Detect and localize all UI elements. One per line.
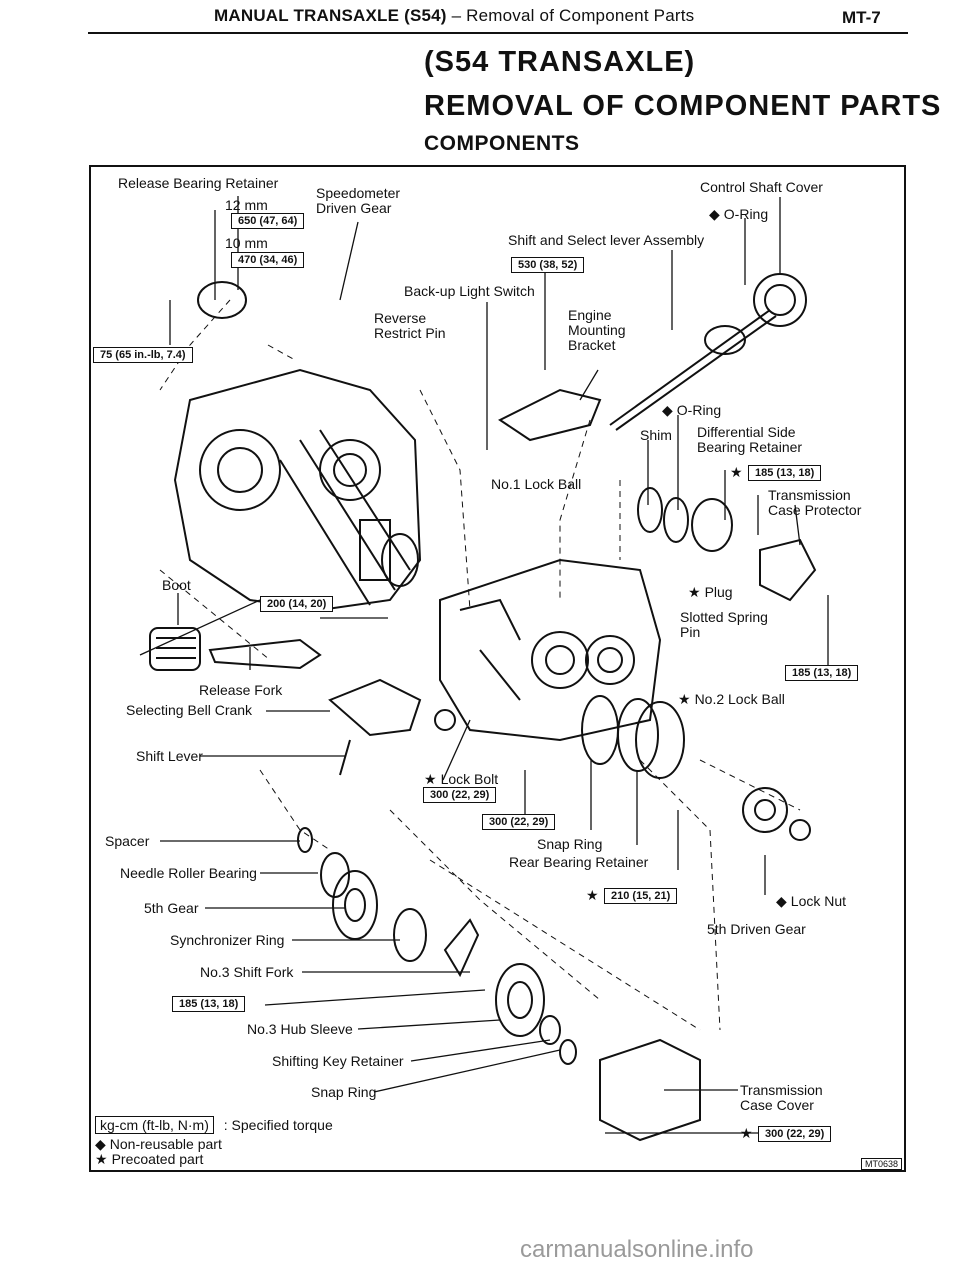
label-no3-shift-fork: No.3 Shift Fork bbox=[200, 964, 294, 980]
star-icon: ★ bbox=[424, 771, 437, 787]
label-case-cover: Case Cover bbox=[740, 1097, 814, 1113]
figure-id: MT0638 bbox=[860, 1158, 902, 1170]
title-line-2: REMOVAL OF COMPONENT PARTS bbox=[424, 90, 942, 122]
diamond-icon: ◆ bbox=[709, 206, 720, 222]
torque-210: 210 (15, 21) bbox=[604, 888, 678, 904]
legend-non-reusable: ◆Non-reusable part bbox=[95, 1136, 222, 1152]
label-pin: Pin bbox=[680, 624, 701, 640]
star-icon: ★ bbox=[95, 1151, 108, 1167]
diamond-icon: ◆ bbox=[662, 402, 673, 418]
header-rule bbox=[88, 32, 908, 34]
label-5th-driven-gear: 5th Driven Gear bbox=[707, 921, 806, 937]
label-driven-gear: Driven Gear bbox=[316, 200, 392, 216]
label-speedometer: Speedometer bbox=[316, 185, 401, 201]
label-rear-bearing-retainer: Rear Bearing Retainer bbox=[509, 854, 649, 870]
torque-300-b: 300 (22, 29) bbox=[482, 814, 556, 830]
label-release-bearing-retainer: Release Bearing Retainer bbox=[118, 175, 279, 191]
label-shim: Shim bbox=[640, 427, 672, 443]
legend-torque: kg-cm (ft-lb, N·m) : Specified torque bbox=[95, 1116, 333, 1134]
diamond-icon: ◆ bbox=[776, 893, 787, 909]
label-release-fork: Release Fork bbox=[199, 682, 283, 698]
label-control-shaft-cover: Control Shaft Cover bbox=[700, 179, 823, 195]
header-section: MANUAL TRANSAXLE (S54) bbox=[214, 6, 447, 25]
star-icon: ★ bbox=[730, 464, 743, 480]
label-engine: Engine bbox=[568, 307, 612, 323]
label-12mm: 12 mm bbox=[225, 197, 268, 213]
legend-unit-text: : Specified torque bbox=[223, 1117, 333, 1133]
legend-precoated: ★Precoated part bbox=[95, 1151, 204, 1167]
legend-unit-box: kg-cm (ft-lb, N·m) bbox=[95, 1116, 214, 1134]
label-snap-ring-bottom: Snap Ring bbox=[311, 1084, 377, 1100]
torque-300-a: 300 (22, 29) bbox=[423, 787, 497, 803]
torque-530: 530 (38, 52) bbox=[511, 257, 585, 273]
star-icon: ★ bbox=[678, 691, 691, 707]
label-boot: Boot bbox=[162, 577, 191, 593]
label-snap-ring-mid: Snap Ring bbox=[537, 836, 603, 852]
label-no3-hub-sleeve: No.3 Hub Sleeve bbox=[247, 1021, 353, 1037]
label-needle-roller-bearing: Needle Roller Bearing bbox=[120, 865, 257, 881]
label-reverse: Reverse bbox=[374, 310, 427, 326]
label-shift-lever: Shift Lever bbox=[136, 748, 203, 764]
torque-200: 200 (14, 20) bbox=[260, 596, 334, 612]
page-number: MT-7 bbox=[842, 8, 881, 27]
torque-650: 650 (47, 64) bbox=[231, 213, 305, 229]
label-10mm: 10 mm bbox=[225, 235, 268, 251]
label-no2-lock-ball: ★No.2 Lock Ball bbox=[678, 691, 785, 707]
torque-300-c: 300 (22, 29) bbox=[758, 1126, 832, 1142]
star-icon: ★ bbox=[586, 887, 599, 903]
label-plug: ★Plug bbox=[688, 584, 733, 600]
label-transmission-b: Transmission bbox=[740, 1082, 823, 1098]
label-shifting-key-retainer: Shifting Key Retainer bbox=[272, 1053, 404, 1069]
label-o-ring-mid: ◆O-Ring bbox=[662, 402, 722, 418]
watermark: carmanualsonline.info bbox=[520, 1236, 754, 1263]
torque-185-c: 185 (13, 18) bbox=[172, 996, 246, 1012]
label-backup-light-switch: Back-up Light Switch bbox=[404, 283, 535, 299]
label-bracket: Bracket bbox=[568, 337, 616, 353]
label-spacer: Spacer bbox=[105, 833, 150, 849]
star-icon: ★ bbox=[688, 584, 701, 600]
label-o-ring-top: ◆O-Ring bbox=[709, 206, 769, 222]
label-shift-select-lever: Shift and Select lever Assembly bbox=[508, 232, 705, 248]
label-case-protector: Case Protector bbox=[768, 502, 862, 518]
star-icon: ★ bbox=[740, 1125, 753, 1141]
running-header: MANUAL TRANSAXLE (S54) – Removal of Comp… bbox=[214, 6, 694, 26]
label-lock-nut: ◆Lock Nut bbox=[776, 893, 847, 909]
label-no1-lock-ball: No.1 Lock Ball bbox=[491, 476, 582, 492]
title-line-3: COMPONENTS bbox=[424, 132, 580, 155]
label-restrict-pin: Restrict Pin bbox=[374, 325, 446, 341]
label-mounting: Mounting bbox=[568, 322, 626, 338]
figure-frame bbox=[89, 165, 906, 1172]
label-transmission: Transmission bbox=[768, 487, 851, 503]
label-synchronizer-ring: Synchronizer Ring bbox=[170, 932, 285, 948]
label-selecting-bell-crank: Selecting Bell Crank bbox=[126, 702, 253, 718]
diamond-icon: ◆ bbox=[95, 1136, 106, 1152]
label-bearing-retainer: Bearing Retainer bbox=[697, 439, 803, 455]
label-5th-gear: 5th Gear bbox=[144, 900, 199, 916]
label-lock-bolt: ★Lock Bolt bbox=[424, 771, 499, 787]
torque-185-b: 185 (13, 18) bbox=[785, 665, 859, 681]
torque-470: 470 (34, 46) bbox=[231, 252, 305, 268]
label-differential-side: Differential Side bbox=[697, 424, 796, 440]
torque-185-a: 185 (13, 18) bbox=[748, 465, 822, 481]
label-slotted-spring: Slotted Spring bbox=[680, 609, 768, 625]
header-subsection: – Removal of Component Parts bbox=[446, 6, 695, 25]
title-line-1: (S54 TRANSAXLE) bbox=[424, 46, 696, 78]
torque-75: 75 (65 in.-lb, 7.4) bbox=[93, 347, 193, 363]
